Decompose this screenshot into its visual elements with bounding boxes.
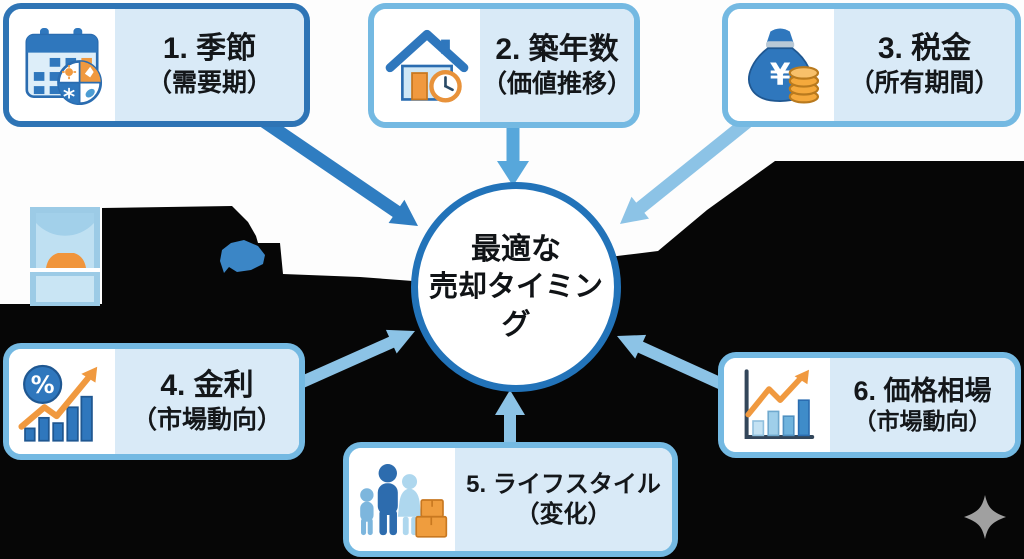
factor-subtitle: （市場動向） (853, 408, 992, 435)
factor-box-interest-rate: % 4. 金利 （市場動向） (3, 343, 305, 460)
background-object-left (30, 207, 100, 306)
family-moving-boxes-icon (349, 448, 455, 551)
factor-box-market-price-text: 6. 価格相場 （市場動向） (830, 358, 1015, 452)
factor-title: 1. 季節 (162, 32, 257, 66)
house-clock-icon (374, 9, 480, 122)
factor-title: 3. 税金 (877, 32, 972, 66)
factor-box-interest-rate-text: 4. 金利 （市場動向） (115, 349, 299, 454)
arrow-tax-to-center (620, 116, 752, 224)
factor-title: 6. 価格相場 (853, 375, 992, 406)
arrow-building-age-to-center (497, 128, 529, 186)
percent-growth-chart-icon: % (9, 349, 115, 454)
factor-box-season: 1. 季節 （需要期） (3, 3, 310, 127)
arrow-season-to-center (258, 114, 418, 226)
center-circle: 最適な 売却タイミング (411, 182, 621, 392)
factor-box-lifestyle-text: 5. ライフスタイル （変化） (455, 448, 672, 551)
factor-box-building-age: 2. 築年数 （価値推移） (368, 3, 640, 128)
factor-subtitle: （価値推移） (481, 69, 632, 98)
rising-bar-chart-icon (724, 358, 830, 452)
center-text-line1: 最適な (471, 232, 561, 266)
calendar-seasons-icon (9, 9, 115, 121)
factor-box-tax-text: 3. 税金 （所有期間） (834, 9, 1015, 121)
factor-title: 5. ライフスタイル (466, 471, 661, 499)
background-object-blob (220, 240, 265, 273)
factor-subtitle: （所有期間） (849, 69, 1000, 98)
factor-subtitle: （需要期） (146, 69, 272, 98)
money-bag-coins-icon: ¥ (728, 9, 834, 121)
factor-subtitle: （変化） (515, 500, 612, 528)
center-text-line2: 売却タイミング (428, 270, 603, 341)
factor-title: 4. 金利 (160, 368, 254, 402)
factor-box-season-text: 1. 季節 （需要期） (115, 9, 304, 121)
factor-subtitle: （市場動向） (131, 405, 282, 434)
yen-symbol: ¥ (770, 57, 791, 92)
factor-box-lifestyle: 5. ライフスタイル （変化） (343, 442, 678, 557)
factor-box-building-age-text: 2. 築年数 （価値推移） (480, 9, 634, 122)
factor-box-market-price: 6. 価格相場 （市場動向） (718, 352, 1021, 458)
factor-title: 2. 築年数 (495, 32, 619, 66)
percent-symbol: % (31, 371, 55, 399)
arrow-interest-rate-to-center (297, 329, 415, 389)
factor-box-tax: ¥ 3. 税金 （所有期間） (722, 3, 1021, 127)
sparkle-icon (964, 495, 1006, 539)
